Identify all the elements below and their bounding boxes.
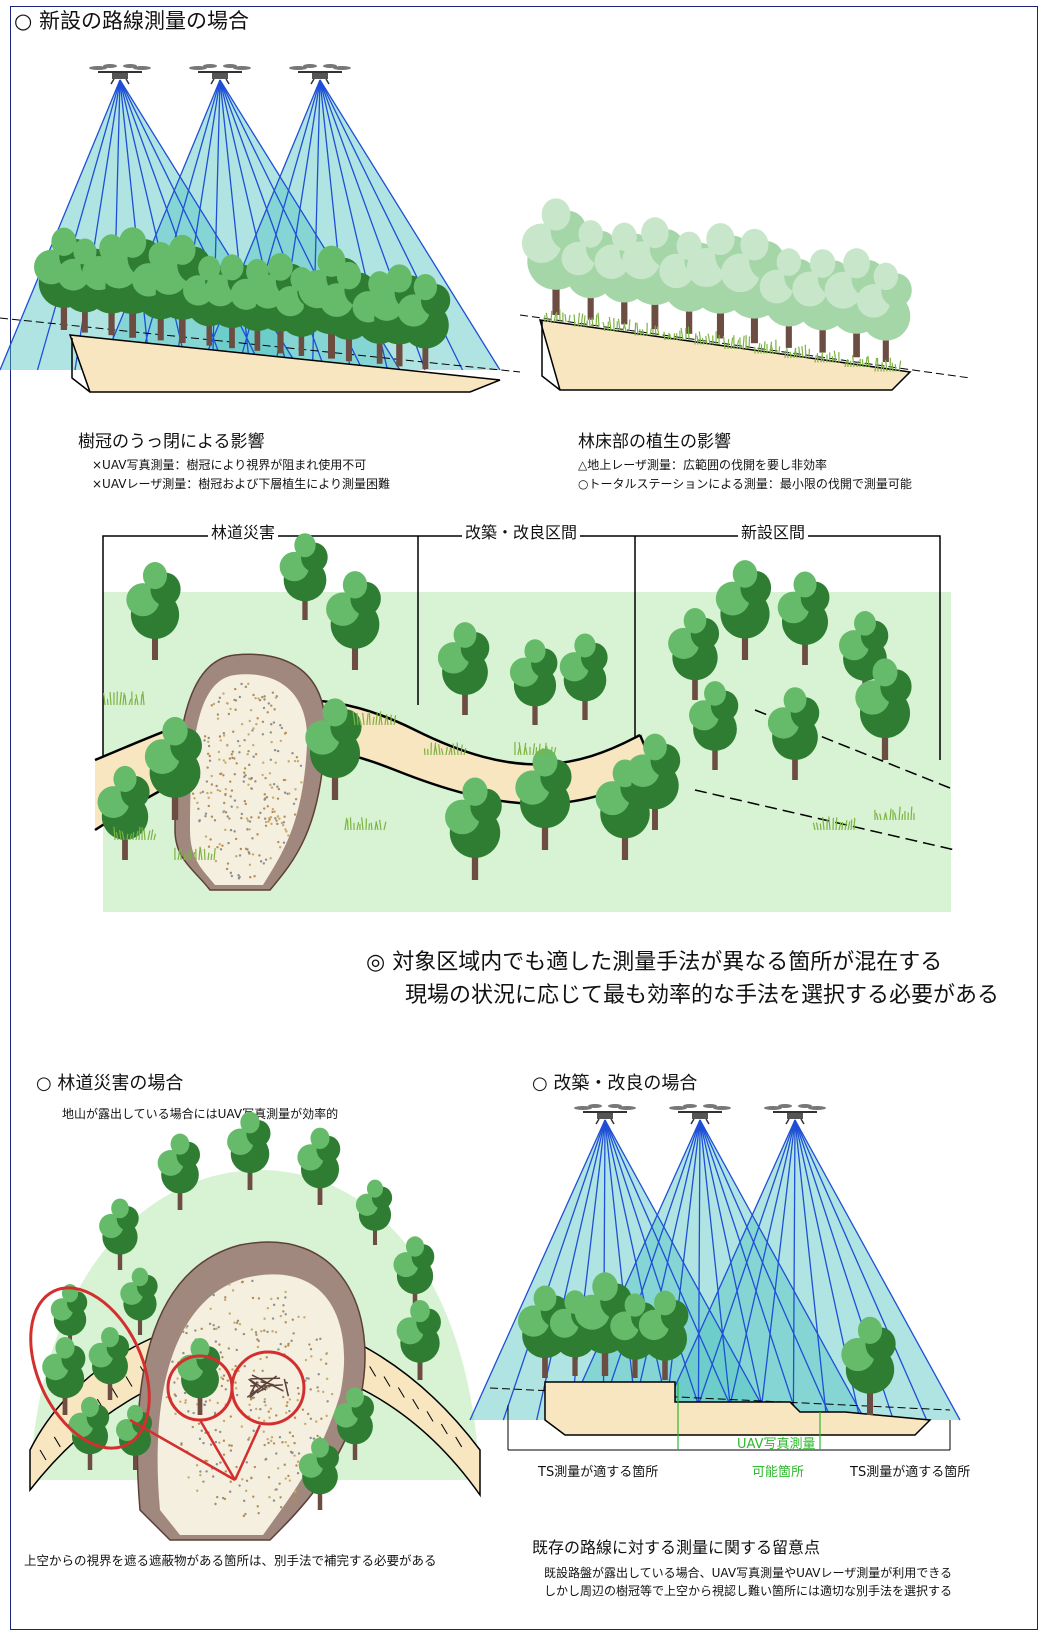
tree-icon [297,1127,341,1205]
tree-icon [445,777,502,880]
tree-icon [88,1327,130,1400]
tree-icon [97,765,150,860]
tree-icon [279,533,328,620]
improve-line-2: しかし周辺の樹冠等で上空から視認し難い箇所には適切な別手法を選択する [544,1584,953,1598]
tree-icon [144,716,202,820]
tree-icon [559,633,608,720]
tree-icon [855,658,912,760]
zone-label-new: 新設区間 [738,523,809,543]
understory-caption: 林床部の植生の影響 [578,432,731,452]
overview-note-line1: ◎ 対象区域内でも適した測量手法が異なる箇所が混在する [366,950,943,975]
tree-icon [777,571,830,665]
improve-title: ○ 改築・改良の場合 [532,1073,698,1094]
ts-label-left: TS測量が適する箇所 [538,1465,659,1480]
tree-icon [638,1290,689,1380]
improve-line-1: 既設路盤が露出している場合、UAV写真測量やUAVレーザ測量が利用できる [544,1566,953,1580]
ts-label-right: TS測量が適する箇所 [850,1465,971,1480]
tree-icon [50,1284,88,1350]
zone-label-improve: 改築・改良区間 [462,523,581,543]
drone-icon [669,1104,731,1125]
tree-icon [298,1437,339,1510]
disaster-sub: 地山が露出している場合にはUAV写真測量が効率的 [62,1107,339,1121]
tree-icon [841,1316,896,1415]
tree-icon [767,687,820,780]
overview-note-line2: 現場の状況に応じて最も効率的な手法を選択する必要がある [405,983,1000,1008]
tree-icon [126,562,181,660]
understory-survey-illustration [519,198,971,391]
tree-icon [99,1198,139,1270]
section-new-title: ○ 新設の路線測量の場合 [14,9,249,33]
drone-icon [89,64,151,85]
tree-icon [42,1336,86,1415]
tree-icon [393,1236,435,1310]
tree-icon [509,639,558,725]
understory-item-1: △地上レーザ測量：広範囲の伐開を要し非効率 [578,458,827,472]
understory-item-2: ○トータルステーションによる測量：最小限の伐開で測量可能 [578,477,912,491]
drone-icon [289,64,351,85]
disaster-note: 上空からの視界を遮る遮蔽物がある箇所は、別手法で補完する必要がある [24,1553,437,1568]
tree-icon [396,1300,441,1380]
canopy-item-2: ×UAVレーザ測量：樹冠および下層植生により測量困難 [92,477,391,491]
uav-label-2: 可能箇所 [752,1465,805,1480]
tree-icon [715,560,772,660]
improve-survey-illustration [469,1104,961,1451]
canopy-survey-illustration [0,64,521,393]
zone-label-disaster: 林道災害 [208,523,279,543]
tree-icon [515,748,572,850]
canopy-item-1: ×UAV写真測量：樹冠により視界が阻まれ使用不可 [92,458,367,472]
improve-caption: 既存の路線に対する測量に関する留意点 [532,1538,821,1557]
tree-icon [397,273,451,369]
tree-icon [856,262,912,362]
drone-icon [189,64,251,85]
tree-icon [120,1267,158,1335]
disaster-illustration [29,1111,481,1541]
tree-icon [333,1387,375,1460]
tree-icon [157,1133,200,1210]
overview-illustration [94,533,956,912]
tree-icon [689,681,739,770]
uav-label-1: UAV写真測量 [737,1437,816,1452]
page-frame [10,6,1038,1630]
disaster-title: ○ 林道災害の場合 [36,1073,184,1094]
tree-icon [437,622,490,715]
drone-icon [764,1104,826,1125]
tree-icon [668,608,720,700]
tree-icon [227,1111,271,1190]
canopy-caption: 樹冠のうっ閉による影響 [78,432,265,452]
tree-icon [305,698,362,800]
drone-icon [574,1104,636,1125]
tree-icon [355,1179,393,1245]
tree-icon [626,733,681,830]
tree-icon [326,571,381,670]
